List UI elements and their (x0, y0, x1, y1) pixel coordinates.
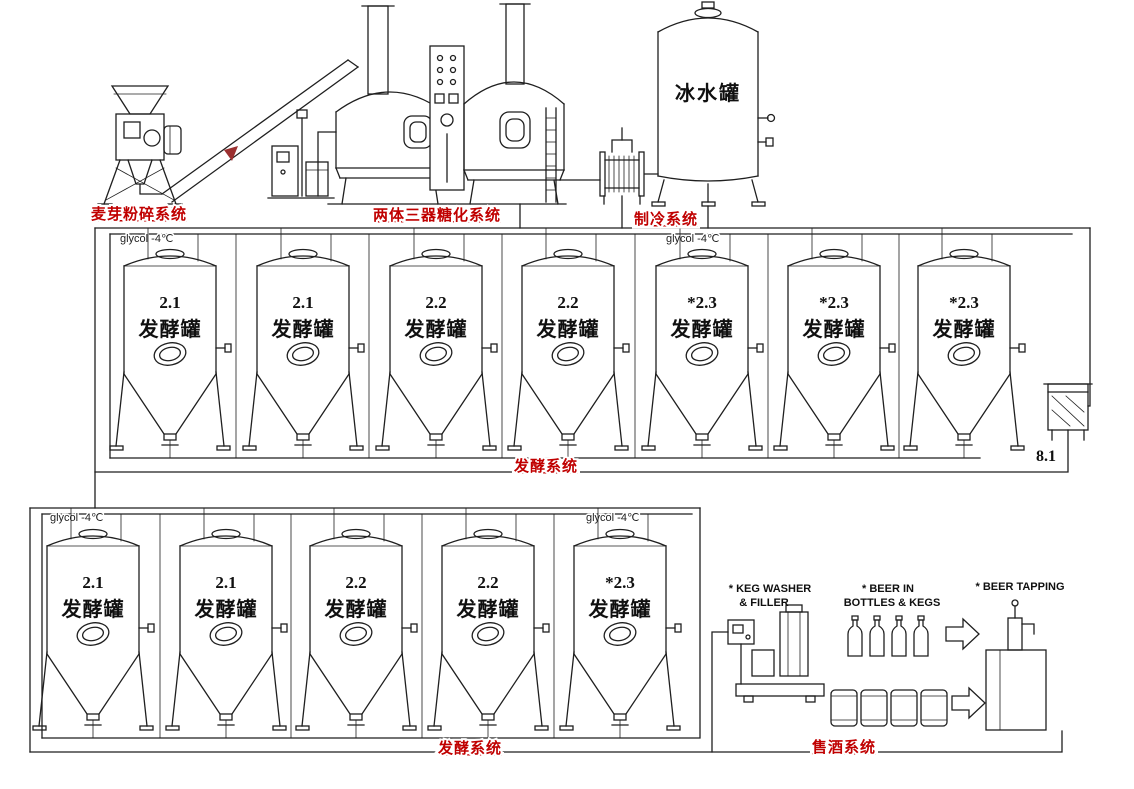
tank-number: 2.1 (82, 573, 103, 592)
tank-number: *2.3 (819, 293, 849, 312)
tank-word: 发酵罐 (536, 317, 600, 341)
bright-tank-number: 8.1 (1036, 448, 1056, 465)
tank-number: 2.1 (215, 573, 236, 592)
tank-word: 发酵罐 (670, 317, 734, 341)
tank-word: 发酵罐 (404, 317, 468, 341)
glycol-label-row1-right: glycol -4℃ (666, 233, 719, 245)
brewhouse-system (317, 3, 567, 205)
tank-word: 发酵罐 (271, 317, 335, 341)
glycol-label-row2-right: glycol -4℃ (586, 512, 639, 524)
fermenter-tank: 2.2 发酵罐 (295, 507, 418, 739)
arrow-right-icon (951, 686, 986, 720)
label-fermentation-system-1: 发酵系统 (513, 457, 578, 475)
fermenter-tank: 2.2 发酵罐 (375, 227, 498, 459)
fermenter-tank: *2.3 发酵罐 (903, 227, 1026, 459)
system-labels: 麦芽粉碎系统 两体三器糖化系统 制冷系统 发酵系统 发酵系统 售酒系统 (89, 203, 877, 759)
label-brewhouse-system: 两体三器糖化系统 (373, 206, 501, 224)
tank-word: 发酵罐 (194, 597, 258, 621)
fermenter-tank: 2.1 发酵罐 (242, 227, 365, 459)
glycol-label-row2-left: glycol -4℃ (50, 512, 103, 524)
tank-word: 发酵罐 (456, 597, 520, 621)
beer-tapping-label: * BEER TAPPING (975, 581, 1064, 593)
tank-word: 发酵罐 (324, 597, 388, 621)
arrow-right-icon (945, 617, 980, 651)
tank-number: 2.1 (159, 293, 180, 312)
label-malt-mill-system: 麦芽粉碎系统 (91, 205, 187, 223)
label-fermentation-system-2: 发酵系统 (437, 739, 502, 757)
beer-in-label-line2: BOTTLES & KEGS (844, 597, 941, 609)
fermenter-tank: 2.1 发酵罐 (32, 507, 155, 739)
glycol-label-row1-left: glycol -4℃ (120, 233, 173, 245)
keg-washer-label-line2: & FILLER (739, 597, 789, 609)
fermenter-tank: *2.3 发酵罐 (773, 227, 896, 459)
keg-washer-label-line1: * KEG WASHER (729, 583, 812, 595)
tank-word: 发酵罐 (588, 597, 652, 621)
label-cooling-system: 制冷系统 (634, 210, 698, 228)
label-beer-sales-system: 售酒系统 (812, 738, 876, 756)
malt-mill-system (97, 85, 183, 209)
grain-conveyor (161, 59, 359, 203)
fermenter-tank: 2.2 发酵罐 (427, 507, 550, 739)
tank-number: 2.1 (292, 293, 313, 312)
plate-heat-exchanger (599, 127, 645, 205)
tank-word: 发酵罐 (932, 317, 996, 341)
tank-number: *2.3 (687, 293, 717, 312)
tank-number: 2.2 (345, 573, 366, 592)
tank-number: 2.2 (477, 573, 498, 592)
beer-kegs (830, 689, 948, 727)
fermenter-row-2: 2.1 发酵罐 2.1 发酵罐 2.2 发酵罐 2.2 发酵罐 *2.3 发酵罐 (32, 507, 682, 739)
fermenter-tank: 2.1 发酵罐 (109, 227, 232, 459)
tank-word: 发酵罐 (802, 317, 866, 341)
tank-number: 2.2 (425, 293, 446, 312)
tank-word: 发酵罐 (61, 597, 125, 621)
fermenter-row-1: 2.1发酵罐2.1发酵罐2.2发酵罐2.2发酵罐*2.3发酵罐*2.3发酵罐*2… (109, 227, 1026, 459)
beer-bottles (847, 615, 929, 657)
fermenter-tank: *2.3 发酵罐 (641, 227, 764, 459)
ice-water-tank-label: 冰水罐 (675, 81, 741, 105)
fermenter-tank: *2.3 发酵罐 (559, 507, 682, 739)
keg-washer-filler (711, 604, 825, 753)
beer-in-label-line1: * BEER IN (862, 583, 914, 595)
tank-number: 2.2 (557, 293, 578, 312)
mill-control-skid (267, 109, 335, 199)
fermenter-tank: 2.2 发酵罐 (507, 227, 630, 459)
ice-water-tank: 冰水罐 (651, 1, 776, 207)
flow-arrow-icon (224, 146, 238, 161)
tank-number: *2.3 (605, 573, 635, 592)
fermenter-tank: 2.1 发酵罐 (165, 507, 288, 739)
tank-number: *2.3 (949, 293, 979, 312)
bright-tank: 8.1 (1036, 383, 1093, 465)
beer-sales-system: * KEG WASHER & FILLER * BEER IN BOTTLES … (711, 581, 1065, 753)
tank-word: 发酵罐 (138, 317, 202, 341)
beer-tapping-station (985, 599, 1047, 731)
